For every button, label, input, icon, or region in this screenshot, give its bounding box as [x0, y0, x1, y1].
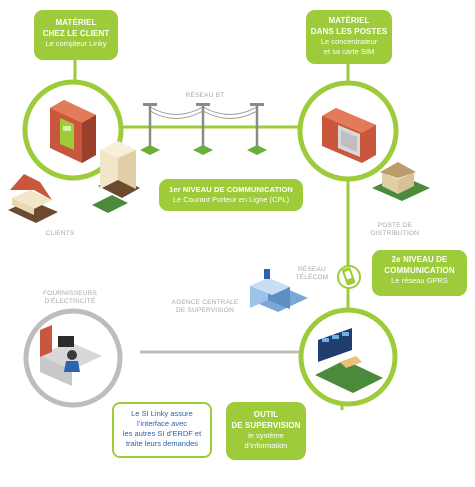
label-agence-line2: DE SUPERVISION: [176, 307, 234, 314]
box-client-title-line2: CHEZ LE CLIENT: [42, 29, 110, 38]
label-agence-line1: AGENCE CENTRALE: [171, 299, 239, 306]
box-postes-title-line2: DANS LES POSTES: [310, 27, 388, 36]
box-first-communication-level: 1er NIVEAU DE COMMUNICATION Le Courant P…: [159, 179, 303, 211]
label-poste-distribution: POSTE DE DISTRIBUTION: [365, 222, 425, 238]
box-material-client: MATÉRIEL CHEZ LE CLIENT Le compteur Link…: [34, 10, 118, 60]
supplier-office-illustration: [23, 308, 123, 408]
box-supervision-title-line2: DE SUPERVISION: [231, 421, 301, 430]
label-reseau-telecom: RÉSEAU TÉLÉCOM: [290, 266, 334, 282]
label-reseau-bt-text: RÉSEAU BT: [185, 92, 225, 99]
supervision-room-illustration: [298, 307, 398, 407]
label-poste-line2: DISTRIBUTION: [370, 230, 420, 237]
box-postes-title-line1: MATÉRIEL: [328, 16, 370, 25]
client-meter-illustration: [22, 79, 124, 181]
box-si-line3: les autres SI d’ERDF et: [122, 429, 202, 438]
power-line-bt: [140, 103, 267, 155]
label-reseau-bt: RÉSEAU BT: [175, 92, 235, 100]
label-fournisseurs: FOURNISSEURS D’ÉLECTRICITÉ: [35, 290, 105, 306]
label-telecom-line2: TÉLÉCOM: [295, 274, 329, 281]
box-second-communication-level: 2e NIVEAU DE COMMUNICATION Le réseau GPR…: [372, 250, 467, 296]
box-si-line1: Le SI Linky assure: [131, 409, 193, 418]
box-si-line2: l’interface avec: [136, 419, 188, 428]
label-poste-line1: POSTE DE: [377, 222, 413, 229]
box-client-title-line1: MATÉRIEL: [55, 18, 97, 27]
client-houses-illustration: [8, 141, 140, 223]
concentrator-illustration: [297, 80, 399, 182]
box-client-subtitle: Le compteur Linky: [45, 39, 107, 48]
phone-icon: [337, 265, 361, 289]
box-material-postes: MATÉRIEL DANS LES POSTES Le concentrateu…: [306, 10, 392, 64]
box-si-line4: traite leurs demandes: [125, 439, 199, 448]
label-fournisseurs-line1: FOURNISSEURS: [42, 290, 98, 297]
box-gprs-subtitle: Le réseau GPRS: [391, 276, 448, 285]
box-si-linky: Le SI Linky assure l’interface avec les …: [112, 402, 212, 458]
label-agence-centrale: AGENCE CENTRALE DE SUPERVISION: [165, 299, 245, 315]
supervision-agency-building: [250, 269, 308, 312]
box-supervision-tool: OUTIL DE SUPERVISION le système d’inform…: [226, 402, 306, 460]
label-telecom-line1: RÉSEAU: [298, 266, 326, 273]
box-supervision-title-line1: OUTIL: [253, 410, 279, 419]
box-postes-subtitle-line1: Le concentrateur: [320, 37, 378, 46]
label-fournisseurs-line2: D’ÉLECTRICITÉ: [44, 298, 96, 305]
box-supervision-subtitle-line2: d’information: [244, 441, 288, 450]
box-gprs-title-line1: 2e NIVEAU DE: [391, 255, 448, 264]
substation-illustration: [372, 162, 430, 201]
box-cpl-subtitle: Le Courant Porteur en Ligne (CPL): [172, 195, 290, 204]
box-supervision-subtitle-line1: le système: [248, 431, 284, 440]
label-clients: CLIENTS: [40, 230, 80, 238]
box-postes-subtitle-line2: et sa carte SIM: [323, 47, 375, 56]
box-gprs-title-line2: COMMUNICATION: [384, 266, 455, 275]
label-clients-text: CLIENTS: [45, 230, 75, 237]
box-cpl-title: 1er NIVEAU DE COMMUNICATION: [169, 185, 293, 194]
